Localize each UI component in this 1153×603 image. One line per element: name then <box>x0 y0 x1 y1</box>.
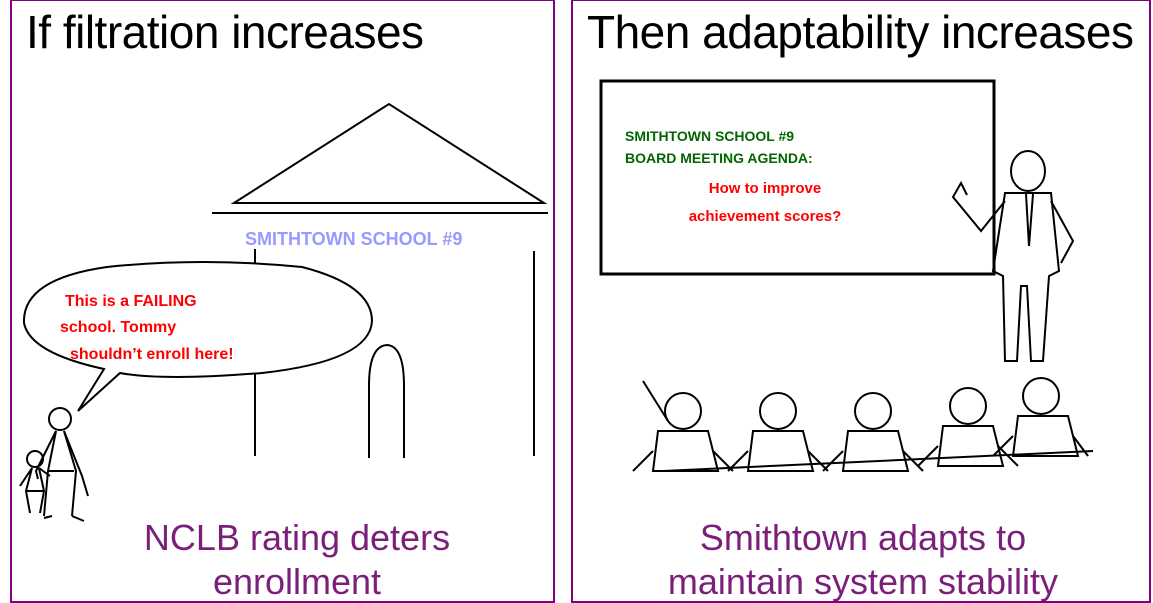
school-sign: SMITHTOWN SCHOOL #9 <box>245 229 462 249</box>
board-members <box>632 377 1094 472</box>
board-member-3 <box>822 392 924 472</box>
left-caption-line-1: NCLB rating deters <box>143 517 451 558</box>
left-caption-line-2: enrollment <box>212 561 382 602</box>
right-heading: Then adaptability increases <box>587 6 1134 58</box>
school-scene: SMITHTOWN SCHOOL #9 This is a FAILING sc… <box>19 102 548 522</box>
agenda-question-line-1: How to improve <box>709 180 822 197</box>
speech-line-1: This is a FAILING <box>65 293 197 310</box>
agenda-question-line-2: achievement scores? <box>689 208 842 225</box>
meeting-table <box>662 450 1094 472</box>
parent-figure <box>34 407 89 522</box>
right-caption-line-2: maintain system stability <box>667 561 1059 602</box>
left-caption: NCLB rating deters enrollment <box>72 516 522 602</box>
agenda-title-line-1: SMITHTOWN SCHOOL #9 <box>625 128 794 144</box>
board-member-5 <box>992 377 1089 457</box>
presenter-figure <box>951 150 1075 362</box>
right-panel: Then adaptability increases SMITHTOWN SC… <box>571 0 1151 603</box>
right-caption: Smithtown adapts to maintain system stab… <box>613 516 1113 602</box>
school-door <box>368 343 405 458</box>
child-figure <box>19 450 51 514</box>
speech-bubble <box>22 261 374 412</box>
board-member-1 <box>632 380 734 472</box>
left-panel: If filtration increases SMITHTOWN SCHOOL… <box>10 0 555 603</box>
speech-line-2: school. Tommy <box>60 319 176 336</box>
board-member-2 <box>727 392 829 472</box>
speech-line-3: shouldn’t enroll here! <box>70 346 234 363</box>
agenda-board <box>599 79 996 276</box>
right-caption-line-1: Smithtown adapts to <box>699 517 1027 558</box>
left-heading: If filtration increases <box>26 6 424 58</box>
board-meeting-scene: SMITHTOWN SCHOOL #9 BOARD MEETING AGENDA… <box>599 79 1094 472</box>
board-member-4 <box>917 387 1019 467</box>
school-roof <box>230 102 548 204</box>
agenda-title-line-2: BOARD MEETING AGENDA: <box>625 150 813 166</box>
